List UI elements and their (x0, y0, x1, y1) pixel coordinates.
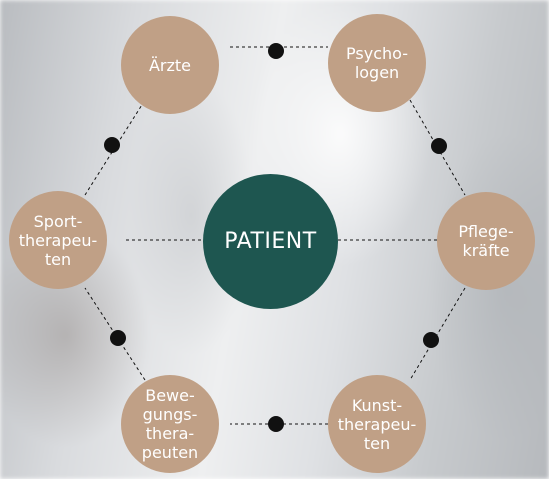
node-kunsttherapeuten-label: Kunst- therapeu- ten (337, 395, 417, 453)
connector-dot (268, 43, 284, 59)
node-psychologen-label: Psycho- logen (346, 44, 408, 82)
connector-dot (104, 137, 120, 153)
node-kunsttherapeuten: Kunst- therapeu- ten (328, 375, 426, 473)
node-pflegekraefte-label: Pflege- kräfte (458, 222, 514, 260)
node-aerzte: Ärzte (121, 16, 219, 114)
node-sporttherapeuten: Sport- therapeu- ten (9, 191, 107, 289)
connector-dot (423, 332, 439, 348)
patient-node: PATIENT (203, 174, 338, 309)
node-sporttherapeuten-label: Sport- therapeu- ten (18, 211, 98, 269)
connector-dot (110, 330, 126, 346)
edge-pflegekraefte-kunsttherapeuten (409, 287, 466, 381)
node-bewegungstherapeuten: Bewe- gungs- thera- peuten (121, 375, 219, 473)
connector-dot (268, 416, 284, 432)
node-aerzte-label: Ärzte (148, 55, 192, 75)
node-pflegekraefte: Pflege- kräfte (437, 192, 535, 290)
patient-label: PATIENT (224, 229, 317, 254)
connector-dot (431, 138, 447, 154)
node-psychologen: Psycho- logen (328, 14, 426, 112)
node-bewegungstherapeuten-label: Bewe- gungs- thera- peuten (141, 386, 199, 462)
